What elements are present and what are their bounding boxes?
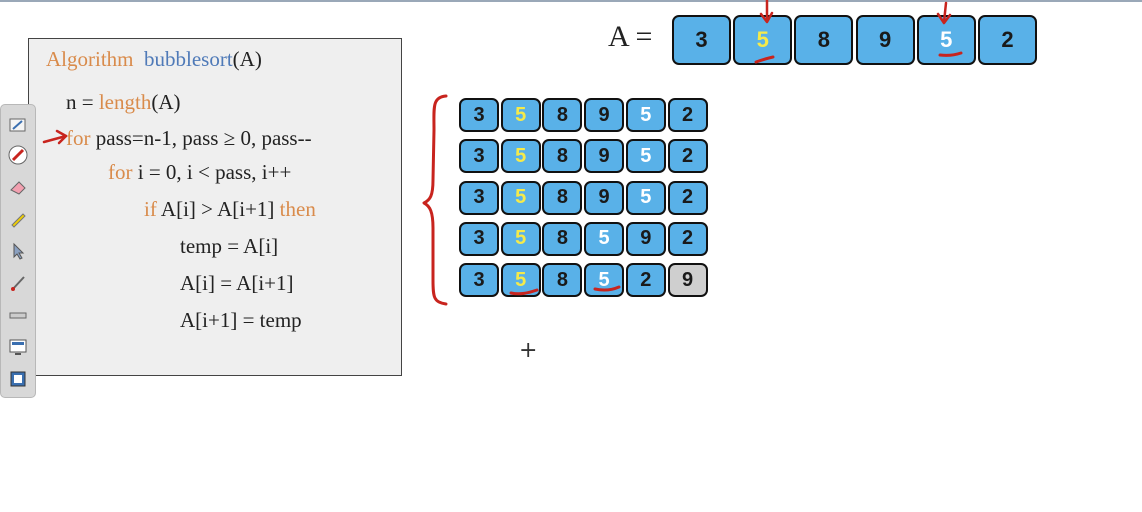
pass-row-cell: 2 [667, 180, 708, 215]
laser-pen-icon[interactable] [6, 271, 30, 295]
code-text: A[i+1] = temp [180, 308, 302, 332]
ruler-icon[interactable] [6, 303, 30, 327]
pass-row-cell: 9 [584, 180, 625, 215]
pass-row-cell: 9 [584, 139, 625, 174]
algorithm-name: bubblesort [144, 47, 233, 71]
code-text: A[i] = A[i+1] [180, 271, 294, 295]
pass-row-cell: 2 [625, 263, 666, 298]
pass-row-cell: 9 [584, 98, 625, 132]
code-line: n = length(A) [66, 90, 181, 115]
pen-color-icon[interactable] [6, 143, 30, 167]
pass-row-cell: 3 [459, 180, 499, 215]
pass-row-cell: 2 [667, 139, 708, 174]
crosshair-cursor-icon: + [519, 338, 538, 363]
array-cell: 5 [733, 15, 793, 65]
code-line: A[i] = A[i+1] [180, 271, 294, 296]
pass-row-cell: 8 [542, 180, 583, 215]
algorithm-panel: Algorithm bubblesort(A) n = length(A)for… [28, 38, 402, 376]
code-text: i = 0, i < pass, i++ [132, 160, 292, 184]
pass-row-cell: 5 [500, 263, 541, 298]
pass-row-cell: 9 [625, 221, 666, 256]
pass-row-cell: 8 [542, 98, 583, 132]
array-cell: 5 [916, 15, 976, 65]
highlighter-icon[interactable] [6, 207, 30, 231]
algorithm-header: Algorithm bubblesort(A) [46, 47, 262, 72]
pass-row-cell: 2 [667, 221, 708, 256]
code-keyword: then [279, 197, 316, 221]
pen-icon[interactable] [6, 113, 30, 137]
array-cell: 3 [672, 15, 731, 65]
code-keyword: if [144, 197, 157, 221]
code-keyword: for [66, 126, 91, 150]
screen-icon[interactable] [6, 335, 30, 359]
pass-row-cell: 8 [542, 221, 583, 256]
eraser-icon[interactable] [6, 175, 30, 199]
code-text: n = [66, 90, 99, 114]
code-keyword: length [98, 90, 152, 114]
code-line: A[i+1] = temp [180, 308, 302, 333]
pass-row-cell: 8 [542, 139, 583, 174]
pass-row-cell: 9 [667, 263, 708, 298]
array-cell: 8 [794, 15, 854, 65]
pass-row-cell: 5 [625, 98, 666, 132]
pass-row-cell: 5 [625, 139, 666, 174]
pass-row-cell: 5 [500, 139, 541, 174]
code-text: A[i] > A[i+1] [156, 197, 280, 221]
screenshot-icon[interactable] [6, 367, 30, 391]
code-text: (A) [151, 90, 181, 114]
annotation-bracket [422, 94, 448, 306]
code-line: for i = 0, i < pass, i++ [108, 160, 291, 185]
code-line: if A[i] > A[i+1] then [144, 197, 316, 222]
pass-row-cell: 5 [625, 180, 666, 215]
annotation-toolbar [0, 104, 36, 398]
pass-row-cell: 2 [667, 98, 708, 132]
code-text: pass=n-1, pass ≥ 0, pass-- [90, 126, 312, 150]
array-cell: 2 [978, 15, 1037, 65]
code-line: for pass=n-1, pass ≥ 0, pass-- [66, 126, 312, 151]
pass-row-cell: 5 [584, 221, 625, 256]
pass-row-cell: 8 [542, 263, 583, 298]
pass-row-cell: 5 [500, 180, 541, 215]
pass-row-cell: 3 [459, 139, 499, 174]
code-text: temp = A[i] [180, 234, 279, 258]
algorithm-keyword: Algorithm [46, 47, 134, 71]
array-cell: 9 [855, 15, 915, 65]
pass-row-cell: 5 [584, 263, 625, 298]
code-line: temp = A[i] [180, 234, 278, 259]
pass-row-cell: 3 [459, 263, 499, 298]
pass-row-cell: 5 [500, 98, 541, 132]
pass-row-cell: 3 [459, 221, 499, 256]
array-label: A = [608, 20, 653, 53]
code-keyword: for [108, 160, 133, 184]
algorithm-param: (A) [232, 47, 262, 71]
pass-row-cell: 3 [459, 98, 499, 132]
window-top-border [0, 0, 1142, 2]
pointer-icon[interactable] [6, 239, 30, 263]
pass-row-cell: 5 [500, 221, 541, 256]
